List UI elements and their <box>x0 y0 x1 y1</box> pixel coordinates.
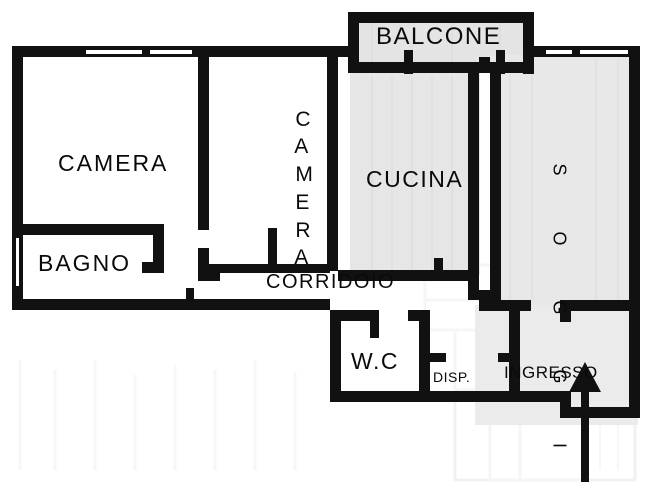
wall-disp-right <box>509 353 520 402</box>
wall-disp-bottom <box>419 391 519 402</box>
wall-cucina-bottom <box>338 270 434 281</box>
wall-outer-left-upper <box>12 46 23 224</box>
wall-camera1-bagno <box>12 224 164 235</box>
wall-ingresso-right <box>629 300 640 418</box>
wall-cucina-right <box>468 62 479 282</box>
wall-ingresso-bottom <box>560 407 640 418</box>
wall-wc-left <box>330 310 341 402</box>
wall-top-left <box>12 46 86 57</box>
shaded-room-fills <box>350 18 638 425</box>
wall-soggiorno-right <box>629 46 640 314</box>
wall-balcone-left <box>348 12 359 72</box>
entrance-direction-arrow <box>569 362 601 482</box>
wall-bottom-left <box>12 299 200 310</box>
wall-camera2-cucina <box>327 46 338 271</box>
wall-soggiorno-left <box>490 72 501 300</box>
wall-ingresso-top-left <box>479 300 531 311</box>
wall-balcone-top <box>348 12 534 23</box>
wall-wc-bottom <box>330 391 430 402</box>
wall-layer <box>12 12 640 418</box>
wall-ingresso-top-right <box>560 300 640 311</box>
wall-balcone-right <box>523 12 534 74</box>
wall-camera1-camera2 <box>198 46 209 216</box>
wall-disp-left <box>419 353 430 402</box>
